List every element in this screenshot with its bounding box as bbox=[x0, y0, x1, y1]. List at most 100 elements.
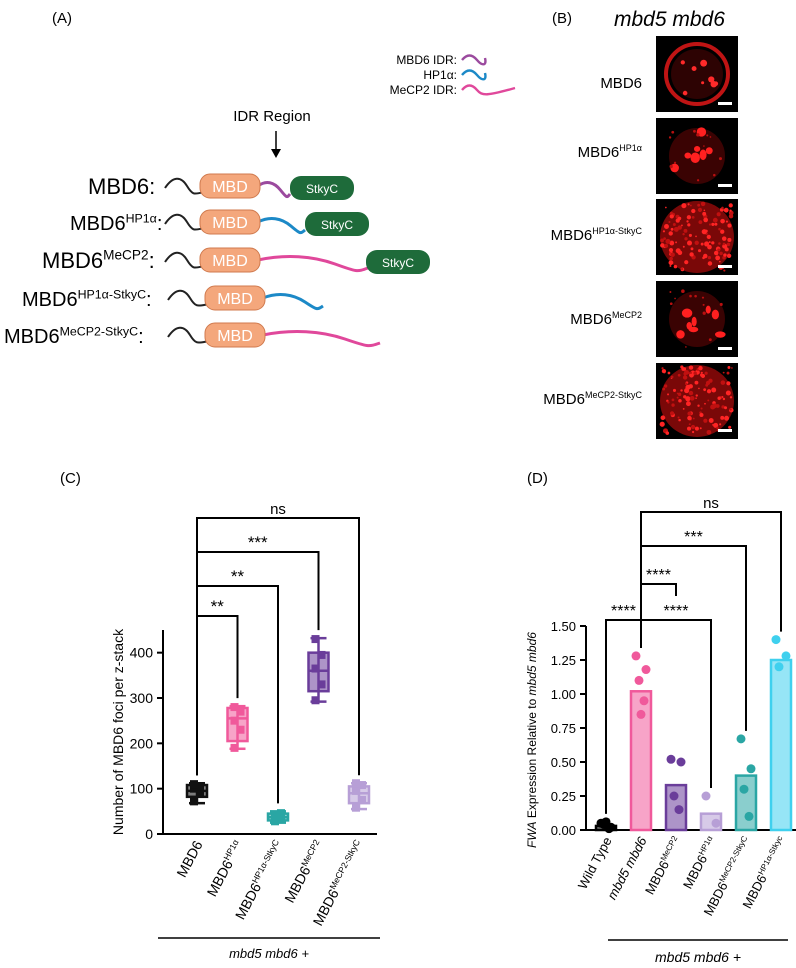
scale-bar bbox=[718, 265, 732, 268]
scale-bar bbox=[718, 184, 732, 187]
panel-label-d: (D) bbox=[527, 470, 548, 487]
scale-bar bbox=[718, 102, 732, 105]
significance-label: **** bbox=[646, 567, 671, 584]
data-point bbox=[190, 784, 198, 793]
idr-line bbox=[262, 293, 324, 311]
n-terminal-line bbox=[167, 289, 210, 307]
mbd-label: MBD bbox=[212, 179, 248, 196]
y-tick-label: 1.00 bbox=[551, 687, 576, 702]
micrograph-image bbox=[656, 118, 738, 194]
stkyc-domain bbox=[366, 250, 430, 274]
mbd-label: MBD bbox=[217, 291, 253, 308]
idr-arrowhead bbox=[271, 149, 281, 158]
significance-bracket bbox=[640, 511, 782, 648]
data-point bbox=[230, 703, 239, 712]
data-point bbox=[634, 675, 644, 685]
y-axis-label: Number of MBD6 foci per z-stack bbox=[110, 628, 126, 835]
y-tick-label: 0.25 bbox=[551, 789, 576, 804]
stkyc-label: StkyC bbox=[306, 182, 338, 196]
group-label: mbd5 mbd6 + bbox=[229, 946, 309, 961]
stkyc-label: StkyC bbox=[321, 218, 353, 232]
significance-label: ns bbox=[703, 495, 719, 512]
data-point bbox=[736, 734, 746, 744]
data-point bbox=[236, 707, 245, 716]
n-terminal-line bbox=[167, 326, 210, 344]
mbd-label: MBD bbox=[212, 215, 248, 232]
data-point bbox=[317, 650, 326, 659]
significance-label: ** bbox=[211, 597, 225, 616]
data-point bbox=[230, 716, 239, 725]
y-tick-label: 300 bbox=[130, 690, 154, 706]
x-tick-label: MBD6HP1α bbox=[680, 834, 720, 891]
idr-line bbox=[257, 217, 306, 235]
significance-label: *** bbox=[248, 533, 268, 552]
y-axis-label: FWA Expression Relative to mbd5 mbd6 bbox=[525, 632, 539, 848]
micrograph-image bbox=[656, 36, 738, 112]
data-point bbox=[271, 811, 279, 820]
x-tick-label: MBD6MeCP2 bbox=[281, 838, 327, 906]
micrograph-caption: MBD6HP1α-StkyC bbox=[550, 226, 642, 244]
idr-region-label: IDR Region bbox=[233, 108, 311, 125]
significance-bracket bbox=[196, 517, 360, 776]
data-point bbox=[636, 709, 646, 719]
x-tick-label: MBD6HP1α bbox=[203, 838, 246, 899]
data-point bbox=[190, 780, 198, 789]
data-point bbox=[676, 757, 686, 767]
significance-label: ** bbox=[231, 567, 245, 586]
idr-line bbox=[262, 330, 381, 348]
y-tick-label: 0 bbox=[145, 826, 153, 842]
idr-line bbox=[257, 181, 292, 199]
data-point bbox=[190, 797, 198, 806]
bar bbox=[734, 774, 758, 832]
scale-bar bbox=[718, 347, 732, 350]
data-point bbox=[771, 635, 781, 645]
construct-label: MBD6MeCP2-StkyC: bbox=[4, 324, 144, 348]
group-label: mbd5 mbd6 + bbox=[655, 949, 741, 965]
y-tick-label: 400 bbox=[130, 645, 154, 661]
micrograph-image bbox=[656, 199, 738, 275]
bar bbox=[629, 690, 653, 832]
stkyc-label: StkyC bbox=[382, 256, 414, 270]
data-point bbox=[317, 680, 326, 689]
micrograph-caption: MBD6MeCP2-StkyC bbox=[543, 390, 642, 408]
n-terminal-line bbox=[164, 251, 205, 269]
x-tick-label: MBD6HP1α-Stkyc bbox=[739, 834, 789, 911]
mbd-domain bbox=[199, 173, 261, 199]
y-tick-label: 200 bbox=[130, 735, 154, 751]
significance-label: *** bbox=[684, 529, 703, 546]
micrograph-title: mbd5 mbd6 bbox=[614, 8, 725, 31]
construct-diagram: MBD6 IDR:HP1α:MeCP2 IDR:IDR RegionMBD6:M… bbox=[4, 53, 516, 348]
data-point bbox=[358, 796, 366, 804]
significance-label: **** bbox=[664, 603, 689, 620]
stkyc-domain bbox=[290, 176, 354, 200]
data-point bbox=[739, 784, 749, 794]
y-tick-label: 0.00 bbox=[551, 823, 576, 838]
significance-label: **** bbox=[611, 603, 636, 620]
data-point bbox=[358, 781, 366, 790]
data-point bbox=[601, 817, 611, 827]
construct-label: MBD6HP1α: bbox=[70, 211, 162, 235]
data-point bbox=[271, 817, 279, 826]
data-point bbox=[711, 818, 721, 828]
data-point bbox=[631, 651, 641, 661]
mbd-label: MBD bbox=[212, 253, 248, 270]
x-tick-label: MBD6HP1α-StkyC bbox=[231, 838, 286, 922]
data-point bbox=[352, 803, 360, 812]
data-point bbox=[701, 791, 711, 801]
n-terminal-line bbox=[164, 213, 205, 231]
x-tick-label: MBD6MeCP2-StkyC bbox=[309, 838, 367, 929]
data-point bbox=[669, 791, 679, 801]
mbd-domain bbox=[204, 322, 266, 348]
data-point bbox=[641, 665, 651, 675]
data-point bbox=[311, 696, 320, 705]
panel-label-a: (A) bbox=[52, 10, 72, 27]
data-point bbox=[230, 743, 239, 752]
data-point bbox=[277, 809, 285, 818]
data-point bbox=[639, 696, 649, 706]
legend-label: HP1α: bbox=[423, 68, 457, 82]
x-tick-label: Wild Type bbox=[575, 834, 615, 891]
y-tick-label: 1.50 bbox=[551, 619, 576, 634]
n-terminal-line bbox=[164, 177, 205, 195]
